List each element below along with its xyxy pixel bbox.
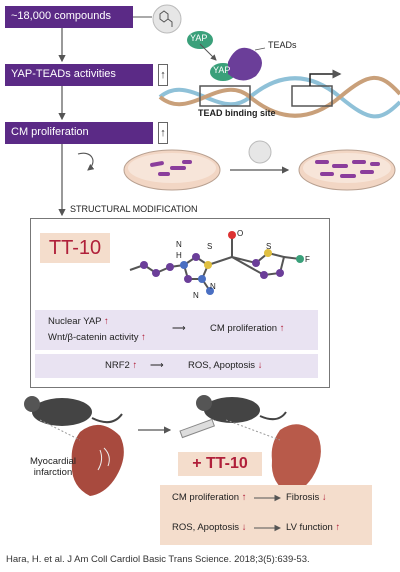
cm-prolif-result: CM proliferation ↑ xyxy=(210,323,285,334)
arrow-2: ⟶ xyxy=(150,360,164,371)
wnt-label: Wnt/β-catenin activity xyxy=(48,332,139,343)
tt10-title: TT-10 xyxy=(48,237,102,259)
cm-prolif-result-label: CM proliferation xyxy=(210,323,278,334)
nuclear-yap-label: Nuclear YAP xyxy=(48,316,102,327)
tead-binding-site-label: TEAD binding site xyxy=(198,108,276,118)
atom-n2: N xyxy=(210,282,216,291)
pathway-box-yap xyxy=(35,310,318,350)
nrf2-text: NRF2 ↑ xyxy=(105,360,138,371)
ros-label: ROS, Apoptosis xyxy=(188,360,256,371)
atom-s1: S xyxy=(207,242,213,251)
tt10-panel xyxy=(30,218,330,388)
pathway-box-nrf2 xyxy=(35,354,318,378)
tt10-molecule xyxy=(129,231,304,295)
outcome-arrows xyxy=(254,494,282,532)
out-cm-prolif: CM proliferation ↑ xyxy=(172,492,247,503)
atom-s2: S xyxy=(266,242,272,251)
ros-text: ROS, Apoptosis ↓ xyxy=(188,360,263,371)
out-fibrosis-label: Fibrosis xyxy=(286,492,320,503)
structural-modification-label: STRUCTURAL MODIFICATION xyxy=(70,204,198,214)
out-cm-prolif-label: CM proliferation xyxy=(172,492,240,503)
cm-prolif-label: CM proliferation xyxy=(11,126,89,138)
cm-prolif-box: CM proliferation xyxy=(5,122,153,144)
atom-f: F xyxy=(305,255,310,264)
citation: Hara, H. et al. J Am Coll Cardiol Basic … xyxy=(6,554,310,565)
cm-prolif-up-arrow: ↑ xyxy=(158,122,168,144)
out-ros: ROS, Apoptosis ↓ xyxy=(172,522,247,533)
yap-activity-up-arrow: ↑ xyxy=(158,64,168,86)
atom-n3: N xyxy=(193,291,199,300)
petri-dishes xyxy=(123,140,396,191)
nuclear-yap-text: Nuclear YAP ↑ xyxy=(48,316,109,327)
yap-activity-box: YAP-TEADs activities xyxy=(5,64,153,86)
out-lv-label: LV function xyxy=(286,522,333,533)
plus-tt10-box: + TT-10 xyxy=(178,452,262,476)
nrf2-label: NRF2 xyxy=(105,360,130,371)
out-fibrosis: Fibrosis ↓ xyxy=(286,492,327,503)
outcomes-box xyxy=(160,485,372,545)
wnt-text: Wnt/β-catenin activity ↑ xyxy=(48,332,146,343)
atom-o: O xyxy=(237,229,244,238)
compounds-box: ~18,000 compounds xyxy=(5,6,133,28)
out-lv: LV function ↑ xyxy=(286,522,341,533)
atom-n1: N xyxy=(176,240,182,249)
plus-tt10-label: + TT-10 xyxy=(192,455,248,472)
mi-label: Myocardial infarction xyxy=(30,456,76,478)
in-vivo-illustration xyxy=(24,395,321,496)
compounds-label: ~18,000 compounds xyxy=(11,10,111,22)
atom-h1: H xyxy=(176,251,182,260)
yap-tead-binding-diagram xyxy=(152,4,400,119)
tt10-title-box: TT-10 xyxy=(40,233,110,263)
yap-top-label: YAP xyxy=(190,33,208,43)
arrow-1: ⟶ xyxy=(172,323,186,334)
yap-bottom-label: YAP xyxy=(213,65,231,75)
yap-activity-label: YAP-TEADs activities xyxy=(11,68,116,80)
mi-label-text: Myocardial infarction xyxy=(30,456,76,478)
out-ros-label: ROS, Apoptosis xyxy=(172,522,240,533)
teads-label: TEADs xyxy=(268,40,297,50)
